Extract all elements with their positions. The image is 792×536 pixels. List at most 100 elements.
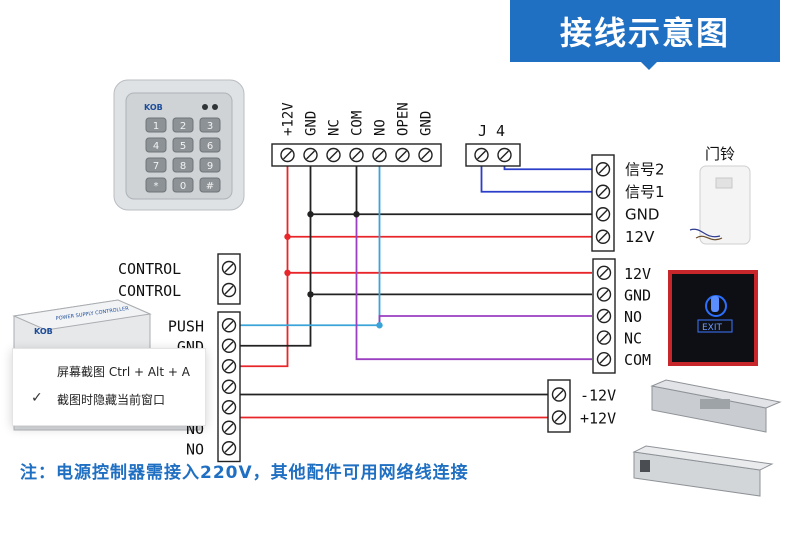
junction-dot	[376, 322, 383, 329]
keypad-key-label: 1	[153, 121, 159, 132]
control-terminal-label: CONTROL	[118, 260, 181, 278]
keypad-key-label: 4	[153, 141, 159, 152]
exit-terminal-label: COM	[624, 351, 651, 369]
top-terminal-label: +12V	[281, 102, 297, 136]
terminal-screw-slot	[224, 443, 234, 453]
wire-exit-no	[378, 315, 592, 326]
junction-dot	[284, 269, 291, 276]
terminal-screw-slot	[599, 354, 609, 364]
junction-dot	[284, 233, 291, 240]
psu-brand: KOB	[34, 327, 53, 336]
keypad-brand: KOB	[144, 103, 163, 112]
keypad-key	[199, 157, 221, 173]
wire-j4-signal1	[480, 166, 592, 193]
keypad-key	[172, 177, 194, 193]
magnetic-lock	[632, 445, 774, 497]
keypad-key-label: 9	[207, 161, 213, 172]
keypad-key	[172, 117, 194, 133]
terminal-screw-slot	[352, 150, 361, 160]
diagram-title: 接线示意图	[559, 14, 730, 52]
keypad-key	[145, 177, 167, 193]
keypad-key	[145, 117, 167, 133]
lock-terminal-label: -12V	[580, 387, 616, 405]
keypad-key-label: *	[154, 181, 159, 192]
keypad-key-label: #	[206, 181, 214, 192]
terminal-screw-slot	[477, 150, 486, 160]
top-terminal-label: NC	[327, 119, 343, 136]
terminal-screw-slot	[224, 423, 234, 433]
top-terminal-label: COM	[350, 111, 366, 136]
terminal-screw-slot	[224, 320, 234, 330]
title-banner-notch	[640, 61, 658, 70]
bell-terminal-label: GND	[625, 205, 659, 223]
keypad-key-label: 7	[153, 161, 159, 172]
top-terminal-label: OPEN	[396, 102, 412, 136]
bell-terminal-label: 信号1	[625, 183, 665, 201]
terminal-screw-slot	[224, 402, 234, 412]
door-bell	[689, 165, 751, 245]
terminal-screw-slot	[224, 361, 234, 371]
keypad-key-label: 6	[207, 141, 213, 152]
keypad-key	[199, 117, 221, 133]
terminal-screw-slot	[599, 311, 609, 321]
exit-terminal-label: NO	[624, 308, 642, 326]
terminal-screw-slot	[599, 289, 609, 299]
title-banner	[510, 0, 780, 62]
keypad-key	[145, 137, 167, 153]
keypad-led	[202, 104, 208, 110]
top-terminal-label: GND	[419, 111, 435, 136]
keypad-key-label: 2	[180, 121, 186, 132]
wire-gnd-main	[240, 166, 312, 347]
terminal-screw-slot	[224, 382, 234, 392]
bell-terminal-block	[591, 154, 615, 252]
footnote: 注：电源控制器需接入220V，其他配件可用网络线连接	[20, 463, 469, 483]
j4-terminal-block	[465, 143, 521, 167]
menu-item-screenshot[interactable]: 屏幕截图 Ctrl + Alt + A	[57, 365, 190, 379]
junction-dot	[307, 211, 314, 218]
keypad-key	[199, 137, 221, 153]
keypad-key-label: 8	[180, 161, 186, 172]
terminal-screw-slot	[554, 413, 564, 422]
exit-button-device: EXIT	[668, 270, 758, 366]
wire-12v-main	[240, 166, 289, 368]
keypad-key-label: 0	[180, 181, 186, 192]
terminal-screw-slot	[224, 263, 234, 273]
exit-terminal-label: 12V	[624, 265, 651, 283]
bolt-lock	[650, 379, 782, 433]
terminal-screw-slot	[329, 150, 338, 160]
terminal-screw-slot	[598, 232, 608, 242]
terminal-screw-slot	[598, 164, 608, 174]
top-terminal-label: NO	[373, 119, 389, 136]
junction-dots	[284, 211, 383, 329]
terminal-screw-slot	[224, 285, 234, 295]
terminal-screw-slot	[598, 209, 608, 219]
wire-exit-com	[355, 214, 592, 361]
control-terminal-label: CONTROL	[118, 282, 181, 300]
terminal-screw-slot	[599, 268, 609, 278]
exit-button-text: EXIT	[702, 323, 723, 333]
junction-dot	[353, 211, 360, 218]
junction-dot	[307, 291, 314, 298]
j4-label: J 4	[478, 122, 505, 140]
terminal-screw-slot	[554, 390, 564, 399]
terminal-screw-slot	[375, 150, 384, 160]
checkmark-icon: ✓	[31, 390, 43, 406]
top-terminal-label: GND	[304, 111, 320, 136]
keypad-key-label: 3	[207, 121, 213, 132]
power-terminal-label: PUSH	[168, 317, 204, 335]
keypad-key	[145, 157, 167, 173]
bell-terminal-label: 12V	[625, 228, 655, 246]
wire-j4-signal2	[503, 166, 592, 171]
terminal-screw-slot	[421, 150, 430, 160]
terminal-screw-slot	[283, 150, 292, 160]
terminal-screw-slot	[598, 187, 608, 197]
terminal-screw-slot	[599, 333, 609, 343]
lock-terminal-label: +12V	[580, 410, 616, 428]
terminal-screw-slot	[306, 150, 315, 160]
menu-item-hide-window[interactable]: 截图时隐藏当前窗口	[57, 393, 166, 407]
